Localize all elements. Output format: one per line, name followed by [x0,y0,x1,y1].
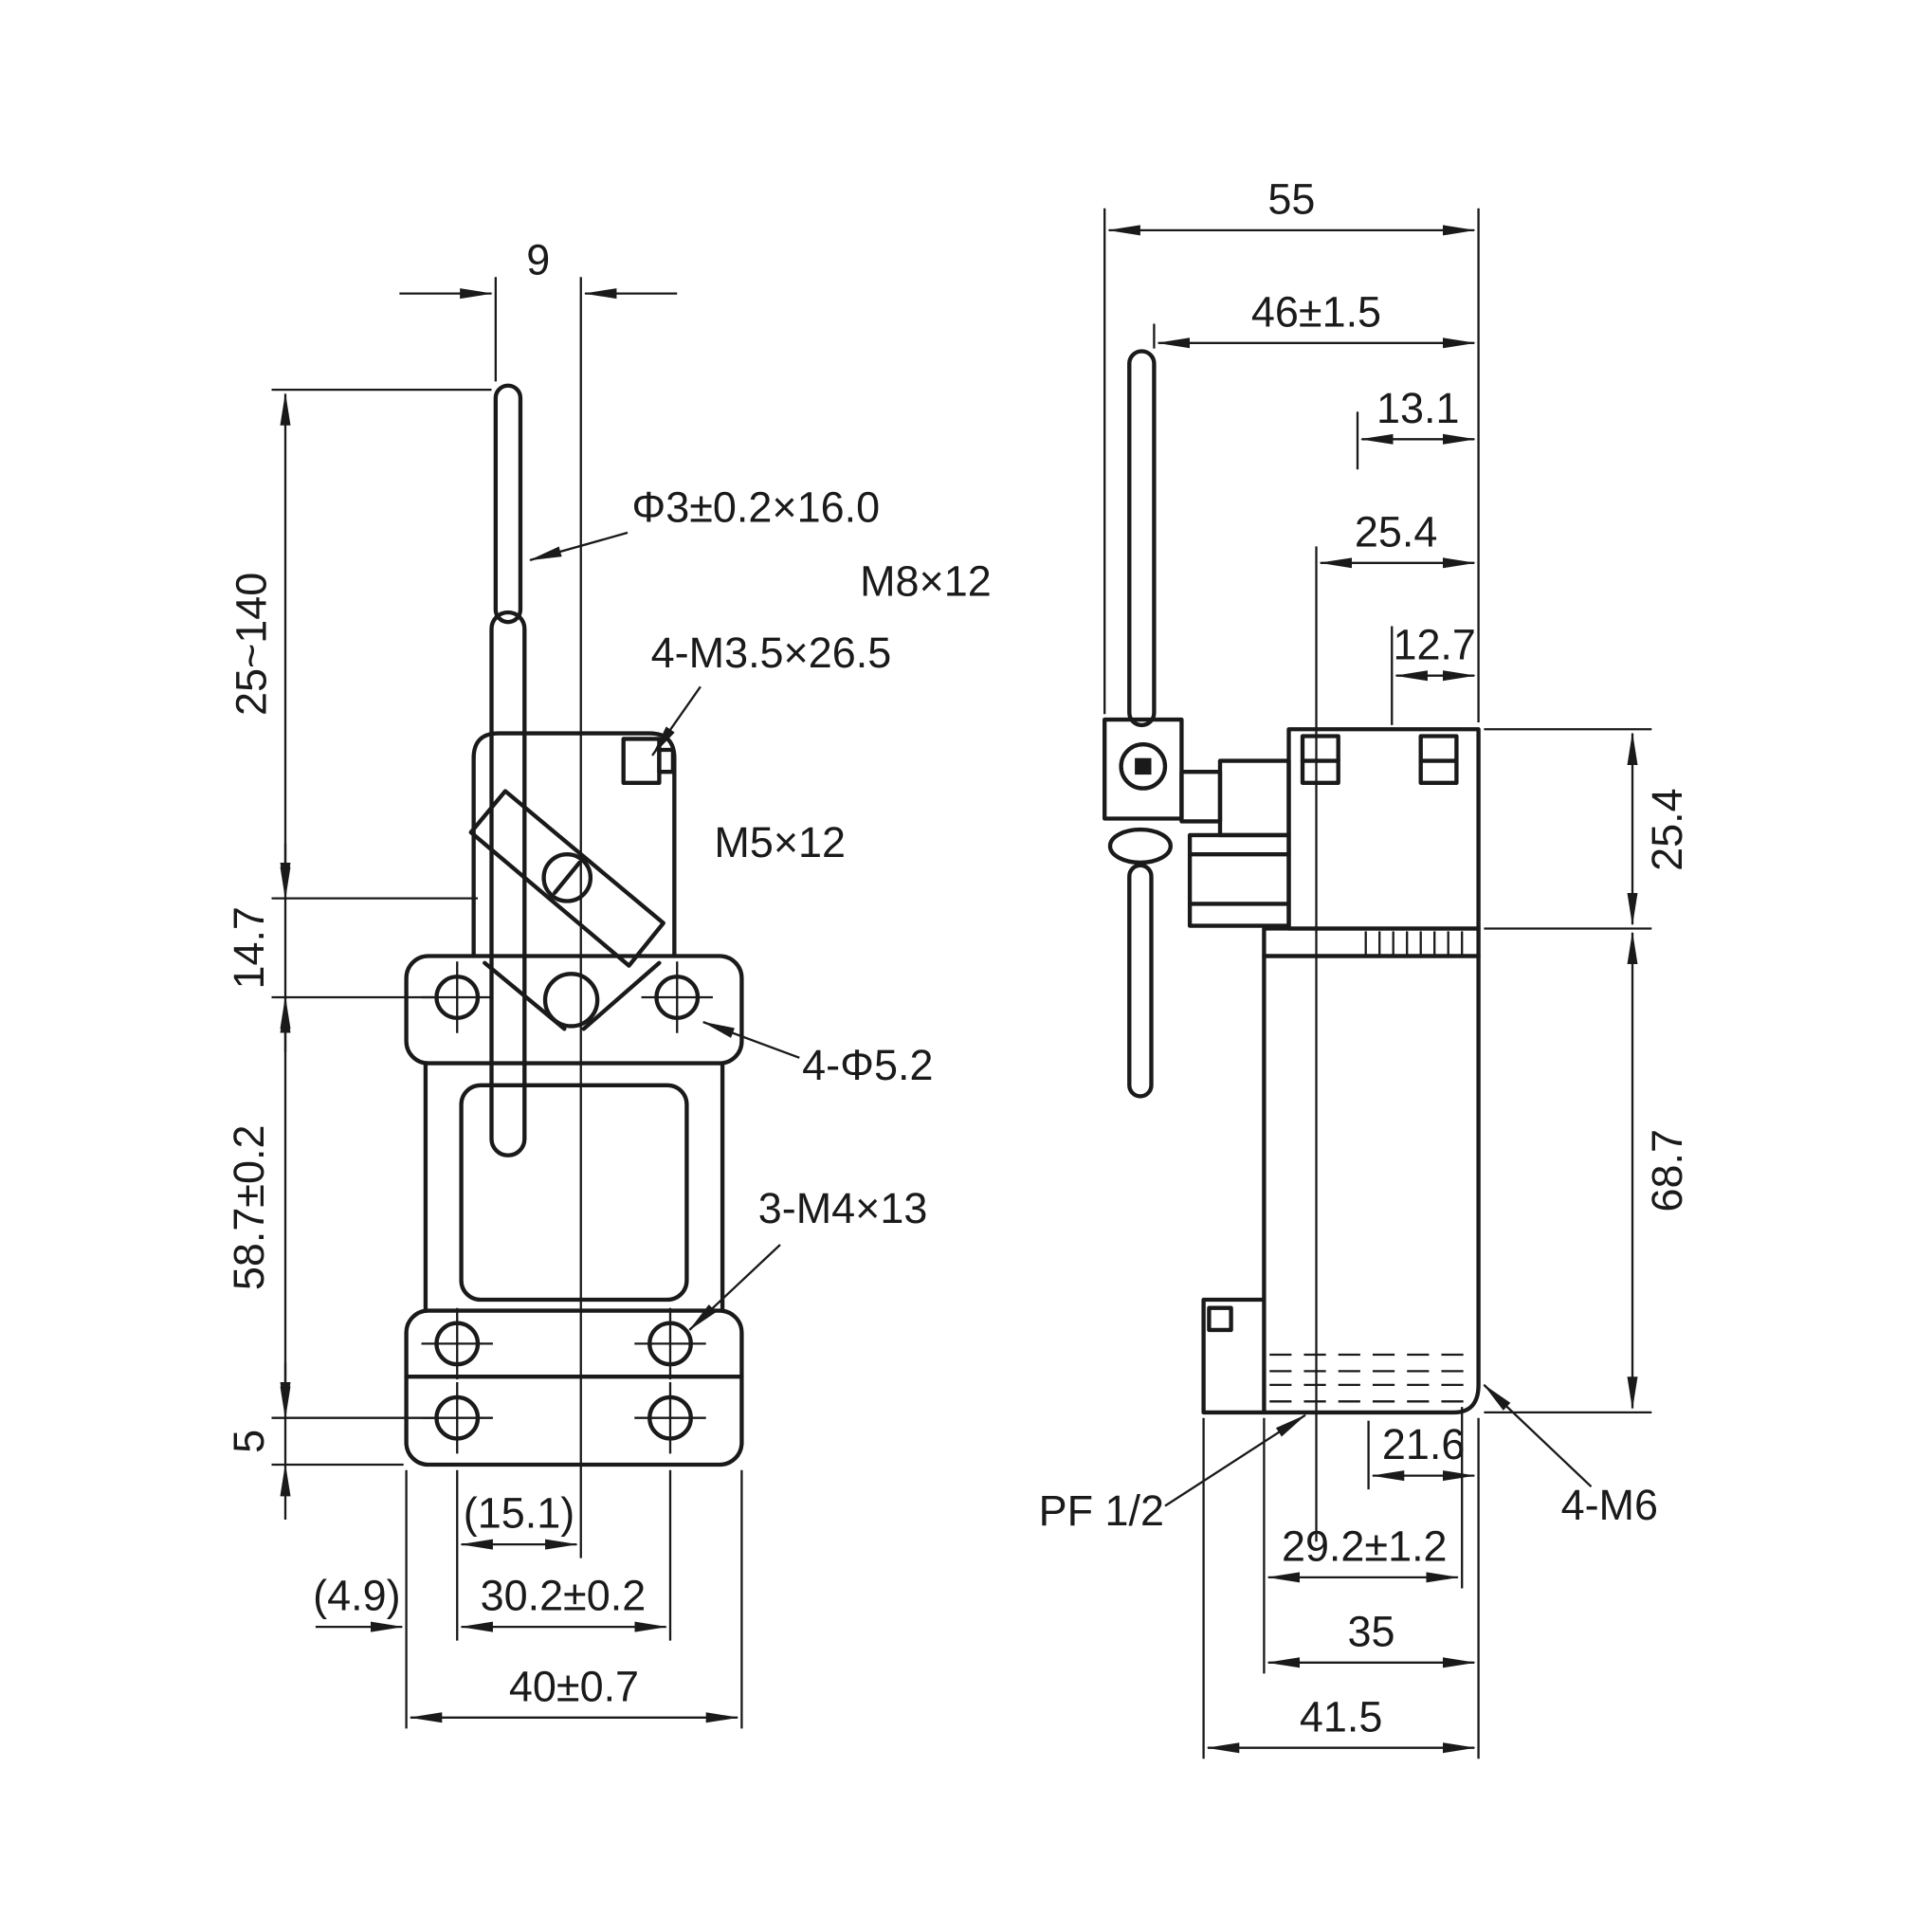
dim-mount-depth: 29.2±1.2 [1282,1522,1448,1570]
dim-screw-offset: 12.7 [1393,620,1475,668]
dim-overall-width: 40±0.7 [509,1662,639,1710]
label-mount-holes: 4-Φ5.2 [802,1041,933,1089]
switch-body-side [1201,954,1481,1415]
dim-overall-depth: 55 [1267,174,1315,223]
label-mount-thread: 4-M6 [1561,1481,1658,1529]
conduit-boss [1207,1305,1233,1333]
lever-arm-slot [489,610,527,1157]
front-view [404,383,744,1467]
dim-hole-spacing: 30.2±0.2 [481,1572,647,1620]
dim-body-height: 58.7±0.2 [225,1125,273,1291]
label-clamp-screw: M5×12 [714,818,846,866]
side-view-dimensions: 55 46±1.5 13.1 25.4 12.7 25.4 68.7 21.6 [1039,174,1691,1759]
lever-rod-side [1127,349,1157,728]
dim-top-offset: 13.1 [1376,384,1459,432]
dim-body-depth: 35 [1348,1607,1395,1655]
top-flange [404,954,744,1066]
plunger-boss [542,972,600,1029]
front-view-dimensions: 9 25~140 14.7 58.7±0.2 5 (15.1) 30.2±0.2 [225,235,992,1729]
bottom-flange [404,1308,744,1467]
side-view [1103,349,1481,1542]
label-cover-screws: 3-M4×13 [758,1184,928,1232]
lever-clamp [468,789,665,968]
dim-rod-offset: 9 [526,235,550,283]
dim-body-height-side: 68.7 [1643,1129,1691,1212]
dim-edge-offset: (4.9) [313,1572,400,1620]
dim-head-offset: 14.7 [225,906,273,989]
clamp-block [1103,717,1184,821]
dim-center-offset: (15.1) [464,1489,574,1538]
dim-base-depth: 41.5 [1300,1692,1382,1741]
lever-rod-lower [1127,863,1154,1099]
dim-lever-range: 25~140 [228,573,276,716]
cover-window [459,1083,689,1303]
label-rod-spec: Φ3±0.2×16.0 [631,483,880,531]
lever-rod [493,383,523,625]
label-shaft-thread: M8×12 [860,557,992,606]
label-conduit-thread: PF 1/2 [1039,1486,1164,1535]
dim-lever-offset: 46±1.5 [1251,287,1381,336]
label-head-screws: 4-M3.5×26.5 [651,629,892,677]
dim-foot-offset: 5 [225,1430,273,1453]
clamp-pivot [541,852,593,903]
dim-head-depth: 25.4 [1355,507,1437,556]
dim-conduit-offset: 21.6 [1382,1420,1465,1468]
dim-head-height: 25.4 [1643,788,1691,870]
